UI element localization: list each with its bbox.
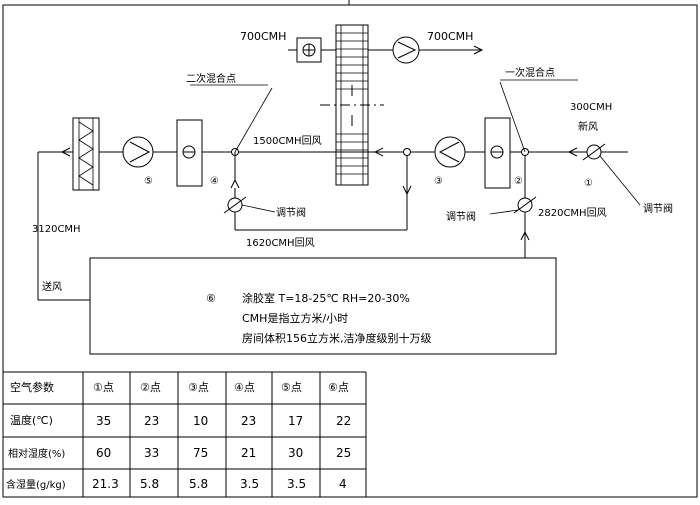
exhaust-flow-left: 700CMH: [240, 30, 286, 43]
table-header-row: 空气参数 ①点 ②点 ③点 ④点 ⑤点 ⑥点: [10, 380, 349, 394]
supply-flow-qty: 3120CMH: [32, 224, 81, 235]
exhaust-fan-icon: [392, 36, 420, 64]
exhaust-flow-right: 700CMH: [427, 30, 473, 43]
fresh-arrow: [567, 147, 578, 157]
room-box: [89, 257, 557, 355]
return-split-node: [403, 148, 411, 156]
table-header-cell: ④点: [234, 381, 255, 394]
supply-flow-label: 送风: [42, 280, 62, 293]
room-line-1: 涂胶室 T=18-25℃ RH=20-30%: [242, 291, 410, 305]
return-arrow: [373, 147, 384, 157]
room-line-2: CMH是指立方米/小时: [242, 311, 348, 325]
parameter-table: [3, 371, 367, 498]
primary-mix-label: 一次混合点: [505, 66, 555, 79]
row-label: 相对湿度(%): [8, 447, 65, 460]
fresh-flow-qty: 300CMH: [570, 102, 612, 113]
table-row: 相对湿度(%) 60 33 75 21 30 25: [8, 446, 351, 460]
supply-fan-icon: [122, 136, 154, 168]
cooling-coil: [72, 117, 100, 191]
row-label: 温度(℃): [10, 413, 53, 427]
table-cell: 35: [96, 414, 111, 428]
secondary-mix-label: 二次混合点: [186, 72, 236, 85]
table-cell: 17: [288, 414, 303, 428]
table-cell: 23: [241, 414, 256, 428]
table-cell: 5.8: [140, 477, 159, 491]
table-cell: 3.5: [240, 477, 259, 491]
room-line-3: 房间体积156立方米,洁净度级别十万级: [242, 331, 432, 345]
supply-filter: [176, 119, 203, 187]
flow-right-label: 2820CMH回风: [538, 207, 607, 219]
table-cell: 75: [193, 446, 208, 460]
point-2-label: ②: [514, 176, 523, 187]
row-label: 含湿量(g/kg): [6, 478, 66, 491]
table-cell: 5.8: [189, 477, 208, 491]
valve-2-label: 调节阀: [446, 210, 476, 223]
table-cell: 22: [336, 414, 351, 428]
table-cell: 10: [193, 414, 208, 428]
table-cell: 33: [144, 446, 159, 460]
table-row: 温度(℃) 35 23 10 23 17 22: [10, 413, 351, 428]
table-cell: 21.3: [92, 477, 119, 491]
flow-lower-label: 1620CMH回风: [246, 237, 315, 249]
point-3-label: ③: [434, 176, 443, 187]
valve-1-label: 调节阀: [276, 206, 306, 219]
point-5-label: ⑤: [144, 176, 153, 187]
return-filter: [484, 117, 511, 189]
table-cell: 60: [96, 446, 111, 460]
table-header-cell: ⑥点: [328, 381, 349, 394]
exhaust-arrow: [473, 45, 484, 55]
table-cell: 4: [339, 477, 347, 491]
table-row: 含湿量(g/kg) 21.3 5.8 5.8 3.5 3.5 4: [6, 477, 347, 491]
flow-upper-label: 1500CMH回风: [253, 135, 322, 147]
fresh-flow-label: 新风: [578, 120, 598, 133]
point-1-label: ①: [584, 178, 593, 189]
heat-recovery-wheel: [320, 24, 384, 186]
table-header-cell: ③点: [188, 381, 209, 394]
table-cell: 23: [144, 414, 159, 428]
room-number: ⑥: [206, 292, 216, 305]
table-header-cell: ⑤点: [281, 381, 302, 394]
valve-3-label: 调节阀: [643, 202, 673, 215]
table-cell: 21: [241, 446, 256, 460]
point-4-label: ④: [210, 176, 219, 187]
table-header-cell: ②点: [140, 381, 161, 394]
table-cell: 25: [336, 446, 351, 460]
table-cell: 3.5: [287, 477, 306, 491]
table-header-cell: 空气参数: [10, 380, 54, 394]
supply-arrow: [60, 147, 71, 157]
table-header-cell: ①点: [93, 381, 114, 394]
return-fan-icon: [434, 136, 466, 168]
table-cell: 30: [288, 446, 303, 460]
